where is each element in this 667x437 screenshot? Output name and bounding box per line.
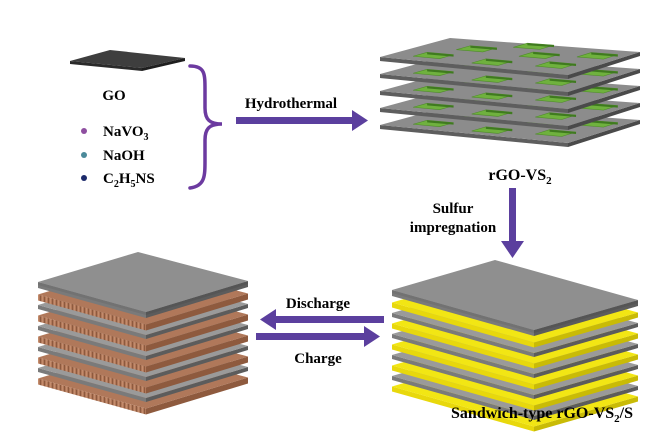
vs2-patch-edge (427, 69, 454, 74)
go-label: GO (102, 88, 125, 104)
vs2-patch-edge (470, 45, 497, 50)
discharge-label: Discharge (286, 296, 350, 312)
right-curly-brace (188, 64, 223, 190)
graphene-top-layer (38, 252, 248, 315)
vs2-patch-edge (427, 103, 454, 108)
sulfur-label-line1: Sulfur (433, 201, 474, 217)
discharge-arrow (260, 309, 384, 330)
vs2-patch-edge (591, 86, 618, 91)
vs2-patch-edge (427, 120, 454, 125)
vs2-patch-edge (485, 58, 513, 64)
vs2-patch-edge (485, 92, 513, 98)
vs2-patch-edge (591, 120, 618, 125)
reagent-list: NaVO3 NaOH C2H5NS (81, 124, 155, 190)
hydrothermal-arrow (236, 110, 368, 131)
vs2-patch-edge (533, 52, 560, 57)
hydrothermal-label: Hydrothermal (245, 96, 337, 112)
vs2-patch-edge (427, 86, 454, 91)
graphene-top-layer (392, 260, 638, 333)
rgo-vs2-stack (380, 38, 640, 147)
vs2-patch-edge (549, 95, 577, 100)
vs2-patch-edge (549, 61, 577, 66)
vs2-patch-edge (591, 69, 618, 74)
sandwich-label: Sandwich-type rGO-VS2/S (451, 405, 633, 425)
vs2-patch-edge (549, 129, 577, 134)
naoh-bullet (81, 152, 87, 158)
vs2-patch-edge (591, 103, 618, 108)
graphene-layer (380, 38, 640, 79)
discharged-stack (38, 252, 248, 415)
go-sheet (70, 50, 185, 71)
vs2-patch-edge (549, 78, 577, 83)
charge-label: Charge (294, 351, 342, 367)
vs2-patch-edge (485, 126, 513, 132)
naoh-label: NaOH (103, 148, 145, 164)
thioacetamide-label: C2H5NS (103, 171, 155, 190)
rgo-vs2-label: rGO-VS2 (488, 167, 552, 187)
navo3-bullet (81, 128, 87, 134)
thioacetamide-bullet (81, 175, 87, 181)
vs2-patch-edge (485, 109, 513, 115)
charge-arrow (256, 326, 380, 347)
vs2-patch-edge (591, 52, 618, 57)
vs2-patch-edge (427, 52, 454, 57)
sulfur-label-line2: impregnation (410, 220, 497, 236)
sulfur-impregnation-arrow (501, 188, 524, 258)
navo3-label: NaVO3 (103, 124, 149, 143)
vs2-patch-edge (527, 43, 555, 48)
vs2-patch-edge (485, 75, 513, 81)
vs2-patch-edge (549, 112, 577, 117)
sandwich-stack (392, 260, 638, 432)
